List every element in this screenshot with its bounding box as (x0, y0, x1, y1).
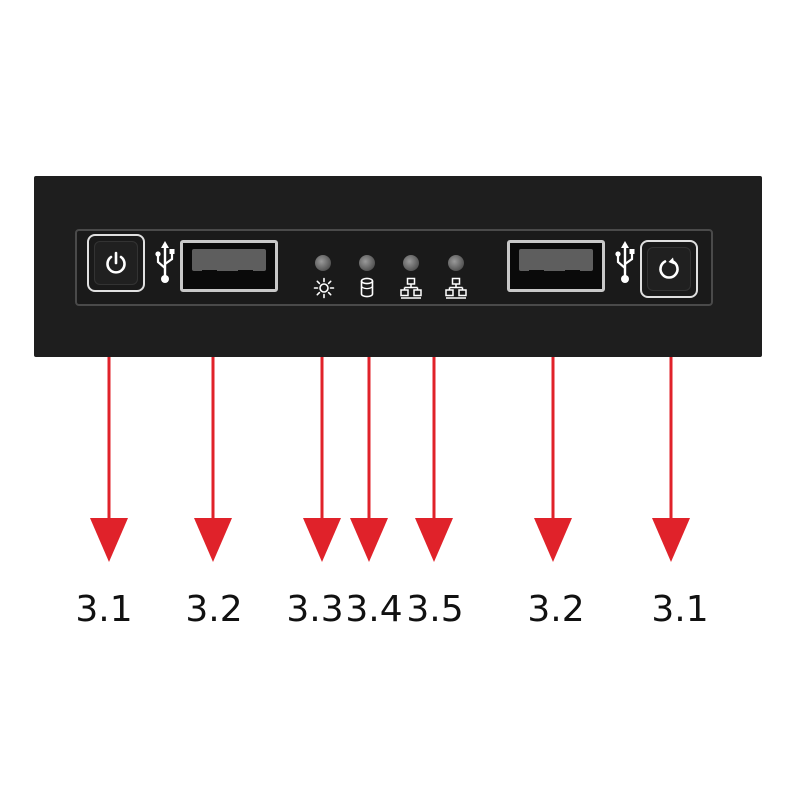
usb-port-left[interactable] (180, 240, 278, 292)
hdd-led (359, 255, 375, 271)
reset-icon (659, 257, 679, 279)
network-icon (400, 277, 422, 299)
callout-arrow (652, 357, 690, 562)
usb-icon (615, 241, 635, 283)
usb-contact (565, 270, 580, 276)
reset-button-face (647, 247, 691, 291)
callout-label-usb-left: 3.2 (185, 589, 243, 630)
callout-label-power-button: 3.1 (75, 589, 133, 630)
callout-arrow-head (194, 518, 232, 562)
callout-arrow-head (90, 518, 128, 562)
usb-port-right[interactable] (507, 240, 605, 292)
cylinder-icon (360, 277, 374, 298)
usb-contact (529, 270, 544, 276)
callout-arrow (415, 357, 453, 562)
callout-label-lan-led: 3.5 (406, 589, 464, 630)
power-led (315, 255, 331, 271)
lan-led-1 (403, 255, 419, 271)
network-icon (445, 277, 467, 299)
power-button-face (94, 241, 138, 285)
callout-arrow-head (303, 518, 341, 562)
callout-arrow (350, 357, 388, 562)
usb-contact (202, 270, 217, 276)
usb-icon (155, 241, 175, 283)
callout-arrow-head (415, 518, 453, 562)
callout-arrow (90, 357, 128, 562)
reset-button[interactable] (640, 240, 698, 298)
callout-arrow (194, 357, 232, 562)
usb-tongue (192, 249, 266, 271)
callout-arrow-head (534, 518, 572, 562)
usb-contact (238, 270, 253, 276)
callout-label-usb-right: 3.2 (527, 589, 585, 630)
power-button[interactable] (87, 234, 145, 292)
callout-arrow-head (350, 518, 388, 562)
callout-arrow (303, 357, 341, 562)
callout-arrow (534, 357, 572, 562)
usb-tongue (519, 249, 593, 271)
callout-label-hdd-led: 3.4 (345, 589, 403, 630)
callout-label-power-led: 3.3 (286, 589, 344, 630)
power-icon (106, 251, 126, 274)
callout-arrow-head (652, 518, 690, 562)
lan-led-2 (448, 255, 464, 271)
callout-label-reset-button: 3.1 (651, 589, 709, 630)
sun-icon (313, 277, 335, 299)
